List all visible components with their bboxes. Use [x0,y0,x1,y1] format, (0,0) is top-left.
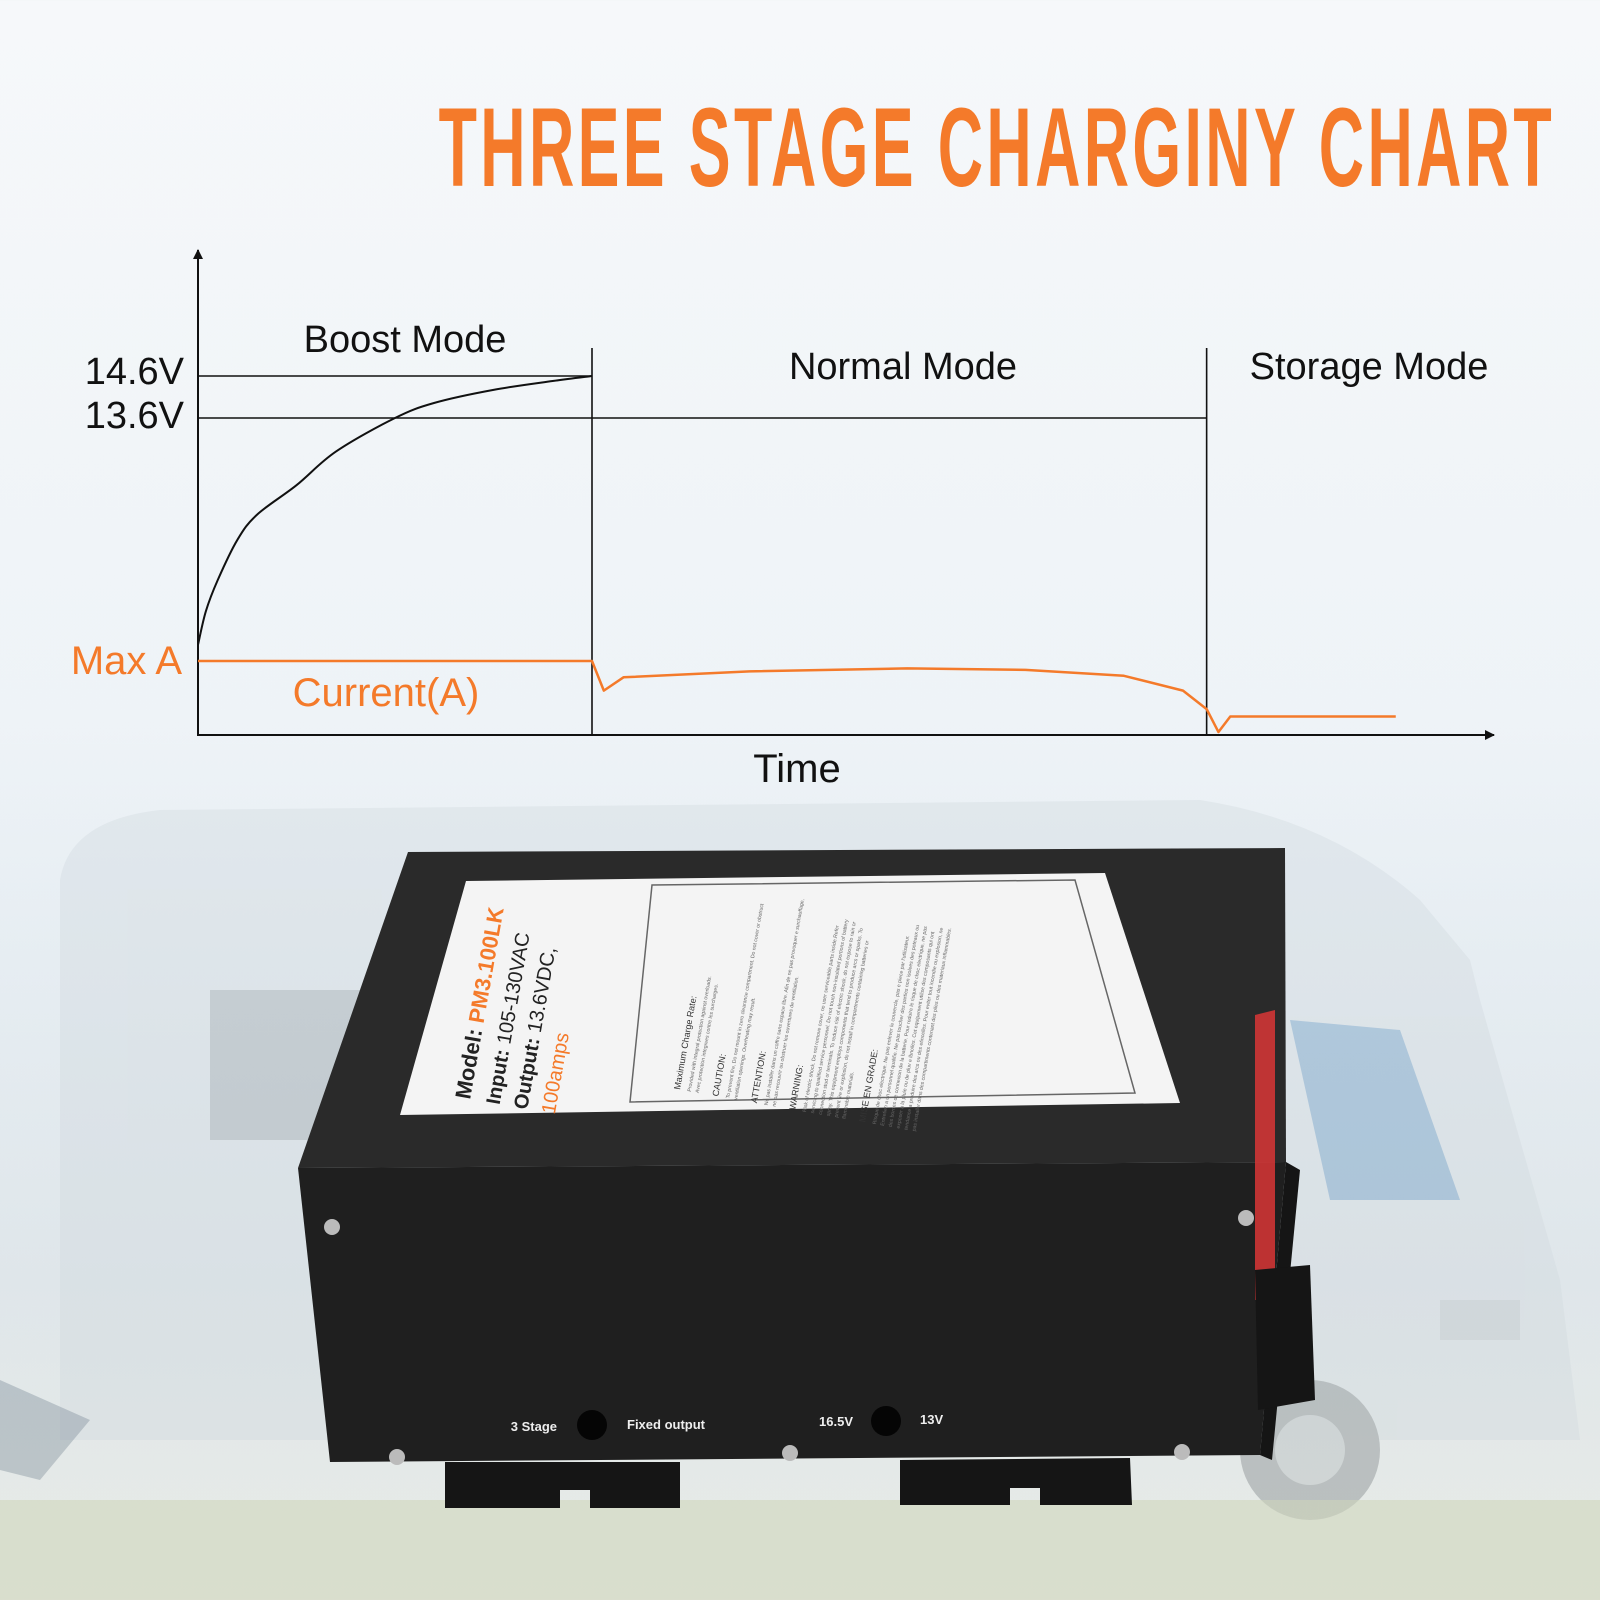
y-tick-14-6v: 14.6V [85,351,185,393]
current-series-label: Current(A) [293,671,480,715]
switch-label-fixed-output: Fixed output [627,1417,706,1432]
x-axis-label: Time [753,747,840,791]
stage-label-boost: Boost Mode [304,319,507,361]
chart-title: THREE STAGE CHARGINY CHART [438,85,1556,210]
chart-title-wrap: THREE STAGE CHARGINY CHART [0,92,1600,204]
current-curve [198,659,1396,734]
voltage-switch[interactable]: 16.5V 13V [819,1406,943,1436]
switch-label-13v: 13V [920,1412,943,1427]
stage-label-storage: Storage Mode [1250,346,1489,388]
mode-switch-knob[interactable] [577,1410,607,1440]
switch-label-3-stage: 3 Stage [511,1419,557,1434]
y-tick-13-6v: 13.6V [85,395,185,437]
charging-chart: Boost Mode Normal Mode Storage Mode 14.6… [71,249,1495,791]
y-tick-max-a: Max A [71,639,182,683]
stage-label-normal: Normal Mode [789,346,1017,388]
switch-label-16-5v: 16.5V [819,1414,853,1429]
voltage-curve [197,375,593,646]
device-label-sheet [400,873,1180,1115]
mode-switch[interactable]: 3 Stage Fixed output [511,1410,706,1440]
warning-box [629,879,1136,1103]
voltage-switch-knob[interactable] [871,1406,901,1436]
